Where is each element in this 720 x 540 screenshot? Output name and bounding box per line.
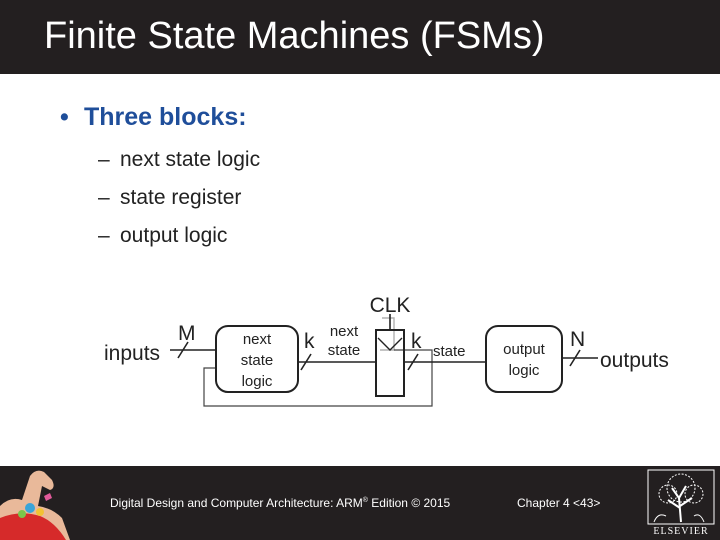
main-bullet-text: Three blocks:	[84, 103, 247, 131]
slide-title: Finite State Machines (FSMs)	[44, 15, 545, 57]
output-logic-label-2: logic	[509, 362, 540, 379]
dash-marker: –	[98, 224, 110, 247]
main-bullet: • Three blocks:	[60, 103, 247, 132]
next-state-logic-label-1: next	[243, 331, 272, 348]
state-label: state	[433, 343, 466, 360]
outputs-label: outputs	[600, 349, 669, 372]
k1-label: k	[304, 330, 315, 353]
sub-bullet-text: state register	[120, 186, 242, 209]
title-bar: Finite State Machines (FSMs)	[0, 0, 720, 74]
sub-bullet-item: –state register	[98, 184, 260, 222]
feedback-loop-line	[203, 349, 433, 407]
fsm-block-diagram: CLK inputs M next state logic k next sta…	[104, 294, 669, 407]
chapter-label: Chapter 4 <43>	[517, 496, 601, 510]
elsevier-tree-logo	[647, 469, 715, 525]
clk-label: CLK	[370, 294, 411, 317]
citation-text: Digital Design and Computer Architecture…	[110, 496, 363, 510]
next-state-logic-label-3: logic	[242, 373, 273, 390]
registered-mark: ®	[362, 497, 368, 504]
k2-label: k	[411, 330, 422, 353]
next-state-logic-block	[215, 325, 299, 393]
sub-bullet-item: –output logic	[98, 222, 260, 260]
next-state-wire-label-1: next	[330, 323, 359, 340]
sub-bullet-text: next state logic	[120, 148, 261, 171]
bus-slash-k1	[300, 353, 312, 371]
inputs-label: inputs	[104, 342, 160, 365]
dash-marker: –	[98, 186, 110, 209]
clock-edge-icon	[377, 337, 403, 351]
n-label: N	[570, 328, 585, 351]
sub-bullet-list: –next state logic –state register –outpu…	[98, 146, 260, 260]
m-label: M	[178, 322, 196, 345]
bullet-symbol: •	[60, 103, 69, 131]
footer-bar: Digital Design and Computer Architecture…	[0, 466, 720, 540]
bus-slash-n	[569, 349, 581, 367]
next-state-logic-label-2: state	[241, 352, 274, 369]
footer-citation: Digital Design and Computer Architecture…	[110, 496, 450, 510]
citation-tail: Edition © 2015	[367, 496, 451, 510]
next-state-wire-label-2: state	[328, 342, 361, 359]
output-logic-block	[485, 325, 563, 393]
flexed-arm-mascot-icon	[0, 470, 70, 540]
state-feedback-line	[380, 317, 395, 351]
sub-bullet-item: –next state logic	[98, 146, 260, 184]
publisher-name: ELSEVIER	[653, 526, 709, 537]
bus-slash-k2	[407, 353, 419, 371]
bus-slash-m	[177, 341, 189, 359]
output-logic-label-1: output	[503, 341, 546, 358]
dash-marker: –	[98, 148, 110, 171]
sub-bullet-text: output logic	[120, 224, 228, 247]
